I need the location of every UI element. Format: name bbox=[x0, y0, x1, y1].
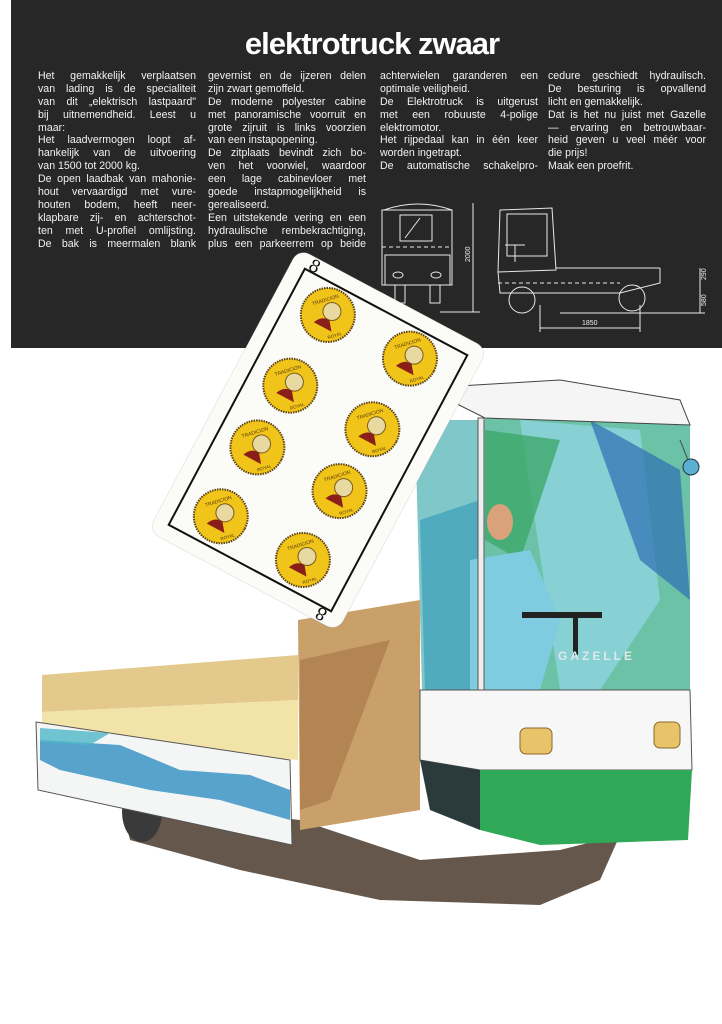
truck-illustration: GAZELLE bbox=[35, 379, 700, 905]
text-line: Het laadvermogen loopt af- bbox=[38, 134, 196, 147]
text-line: De bak is meermalen blank bbox=[38, 237, 196, 250]
text-line: Dat is het nu juist met Gazelle bbox=[548, 108, 706, 121]
headlight-left bbox=[519, 727, 553, 755]
driver-figure bbox=[470, 504, 560, 690]
text-line: heid geven u veel méér voor bbox=[548, 134, 706, 147]
steering-wheel bbox=[522, 612, 602, 618]
svg-text:ROYAL: ROYAL bbox=[220, 532, 236, 541]
text-line: van een instapopening. bbox=[208, 134, 318, 147]
page-title: elektrotruck zwaar bbox=[244, 26, 500, 61]
svg-text:ROYAL: ROYAL bbox=[257, 463, 273, 472]
text-line: hankelijk van de uitvoering bbox=[38, 147, 196, 160]
cab-lower-body bbox=[419, 689, 693, 771]
cab-frame-pillar bbox=[477, 417, 485, 691]
text-line: De automatische schakelpro- bbox=[380, 160, 538, 173]
text-line: grote zijruit is links voorzien bbox=[208, 121, 366, 134]
svg-text:ROYAL: ROYAL bbox=[327, 331, 343, 340]
text-line: een lage cabinevloer met bbox=[208, 173, 366, 186]
text-line: Het gemakkelijk verplaatsen bbox=[38, 70, 196, 82]
text-line: gerealiseerd. bbox=[208, 198, 270, 211]
text-line: De moderne polyester cabine bbox=[208, 95, 366, 108]
text-line: achterwielen garanderen een bbox=[380, 70, 538, 82]
text-line: hydraulische rembekrachtiging, bbox=[208, 224, 366, 237]
text-line: De zitplaats bevindt zich bo- bbox=[208, 147, 366, 160]
mirror bbox=[682, 458, 700, 476]
text-line: zijn zwart gemoffeld. bbox=[208, 82, 305, 95]
text-line: hout vervaardigd met vure- bbox=[38, 186, 196, 199]
text-line: houten bodem, heeft neer- bbox=[38, 198, 196, 211]
text-line: ven het voorwiel, waardoor bbox=[208, 160, 366, 173]
cab-bumper bbox=[478, 770, 692, 845]
text-line: plus een parkeerrem op beide bbox=[208, 237, 366, 250]
card-index-top: 8 bbox=[304, 255, 324, 279]
text-line: gevernist en de ijzeren delen bbox=[208, 70, 366, 82]
dimension-wheelbase: 1850 bbox=[582, 320, 598, 327]
front-view-drawing bbox=[381, 203, 480, 313]
text-line: Het rijpedaal kan in één keer bbox=[380, 134, 538, 147]
text-line: elektromotor. bbox=[380, 121, 442, 134]
side-view-drawing bbox=[497, 207, 705, 332]
text-line: Maak een proefrit. bbox=[548, 160, 634, 173]
text-line: met panoramische voorruit en bbox=[208, 108, 366, 121]
text-line: maar: bbox=[38, 121, 66, 134]
text-line: goede instapmogelijkheid is bbox=[208, 186, 366, 199]
text-line: De besturing is opvallend bbox=[548, 82, 706, 95]
text-line: Een uitstekende vering en een bbox=[208, 211, 366, 224]
load-bed-rim bbox=[42, 655, 298, 712]
text-line: De Elektrotruck is uitgerust bbox=[380, 95, 538, 108]
text-line: die prijs! bbox=[548, 147, 588, 160]
headlight-right bbox=[653, 721, 681, 749]
svg-text:ROYAL: ROYAL bbox=[302, 576, 318, 585]
text-line: optimale veiligheid. bbox=[380, 82, 471, 95]
brand-lettering: GAZELLE bbox=[558, 649, 635, 663]
text-line: klapbare zij- en achterschot- bbox=[38, 211, 196, 224]
text-line: bij uitnemendheid. Leest u bbox=[38, 108, 196, 121]
text-line: licht en gemakkelijk. bbox=[548, 95, 643, 108]
svg-text:ROYAL: ROYAL bbox=[289, 401, 305, 410]
text-line: cedure geschiedt hydraulisch. bbox=[548, 70, 706, 82]
dimension-bed-height: 290 bbox=[701, 268, 708, 280]
svg-text:ROYAL: ROYAL bbox=[339, 507, 355, 516]
svg-text:ROYAL: ROYAL bbox=[371, 445, 387, 454]
text-line: worden ingetrapt. bbox=[380, 147, 462, 160]
technical-drawing bbox=[381, 203, 705, 332]
svg-text:ROYAL: ROYAL bbox=[409, 375, 425, 384]
text-line: De open laadbak van mahonie- bbox=[38, 173, 196, 186]
text-line: van lading is de specialiteit bbox=[38, 82, 196, 95]
text-column-4: cedure geschiedt hydraulisch.De besturin… bbox=[548, 70, 706, 173]
text-line: ten met U-profiel omlijsting. bbox=[38, 224, 196, 237]
text-line: van dit „elektrisch lastpaard" bbox=[38, 95, 196, 108]
text-line: met een robuuste 4-polige bbox=[380, 108, 538, 121]
text-line: van 1500 tot 2000 kg. bbox=[38, 160, 140, 173]
dimension-height: 2000 bbox=[465, 246, 472, 262]
text-line: — ervaring en betrouwbaar- bbox=[548, 121, 706, 134]
card-index-bottom: 8 bbox=[312, 601, 332, 625]
cab-roof bbox=[423, 379, 691, 426]
dimension-floor-height: 580 bbox=[701, 294, 708, 306]
